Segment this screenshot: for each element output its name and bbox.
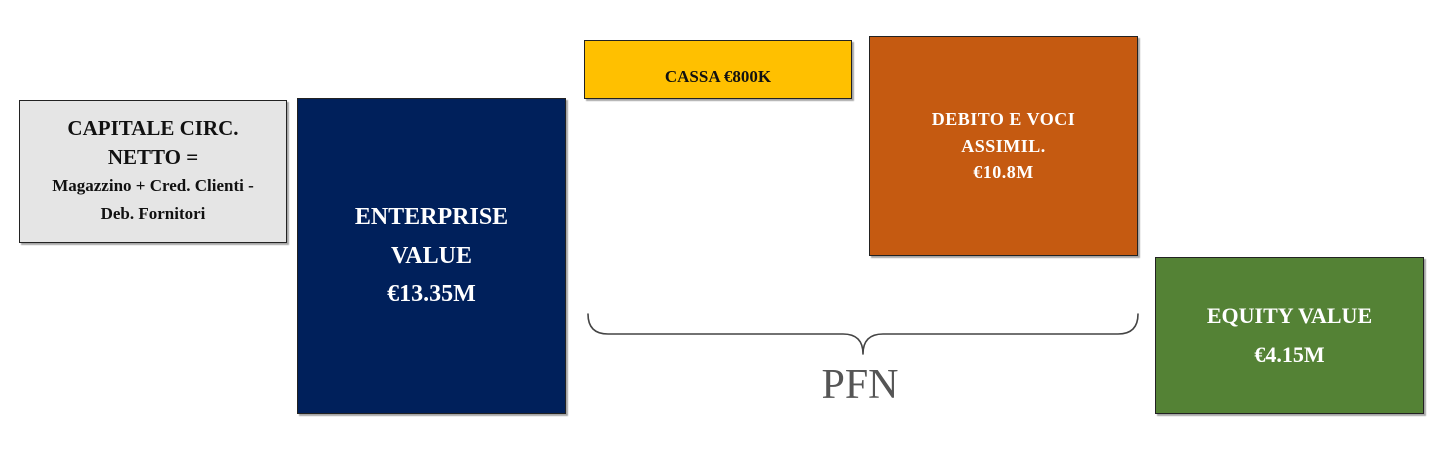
- enterprise-value-title-line-1: ENTERPRISE: [354, 204, 509, 231]
- debito-box: DEBITO E VOCI ASSIMIL. €10.8M: [869, 36, 1138, 256]
- ccn-formula-line-2: Deb. Fornitori: [100, 204, 206, 224]
- ccn-formula-line-1: Magazzino + Cred. Clienti -: [52, 175, 254, 195]
- pfn-brace: [587, 313, 1139, 355]
- cassa-box: CASSA €800K: [584, 40, 852, 99]
- pfn-label: PFN: [821, 362, 899, 408]
- equity-value-amount: €4.15M: [1254, 341, 1325, 367]
- enterprise-value-box: ENTERPRISE VALUE €13.35M: [297, 98, 566, 414]
- ccn-title-line-1: CAPITALE CIRC.: [67, 115, 239, 140]
- debito-amount: €10.8M: [973, 162, 1034, 183]
- debito-title-line-2: ASSIMIL.: [961, 135, 1046, 156]
- enterprise-value-amount: €13.35M: [387, 281, 476, 308]
- equity-value-title: EQUITY VALUE: [1206, 303, 1373, 328]
- debito-title-line-1: DEBITO E VOCI: [931, 109, 1076, 129]
- ccn-title-line-2: NETTO =: [107, 144, 199, 169]
- enterprise-value-title-line-2: VALUE: [391, 242, 472, 269]
- cassa-label: CASSA €800K: [664, 66, 772, 86]
- equity-value-box: EQUITY VALUE €4.15M: [1155, 257, 1424, 414]
- capitale-circolante-netto-box: CAPITALE CIRC. NETTO = Magazzino + Cred.…: [19, 100, 287, 243]
